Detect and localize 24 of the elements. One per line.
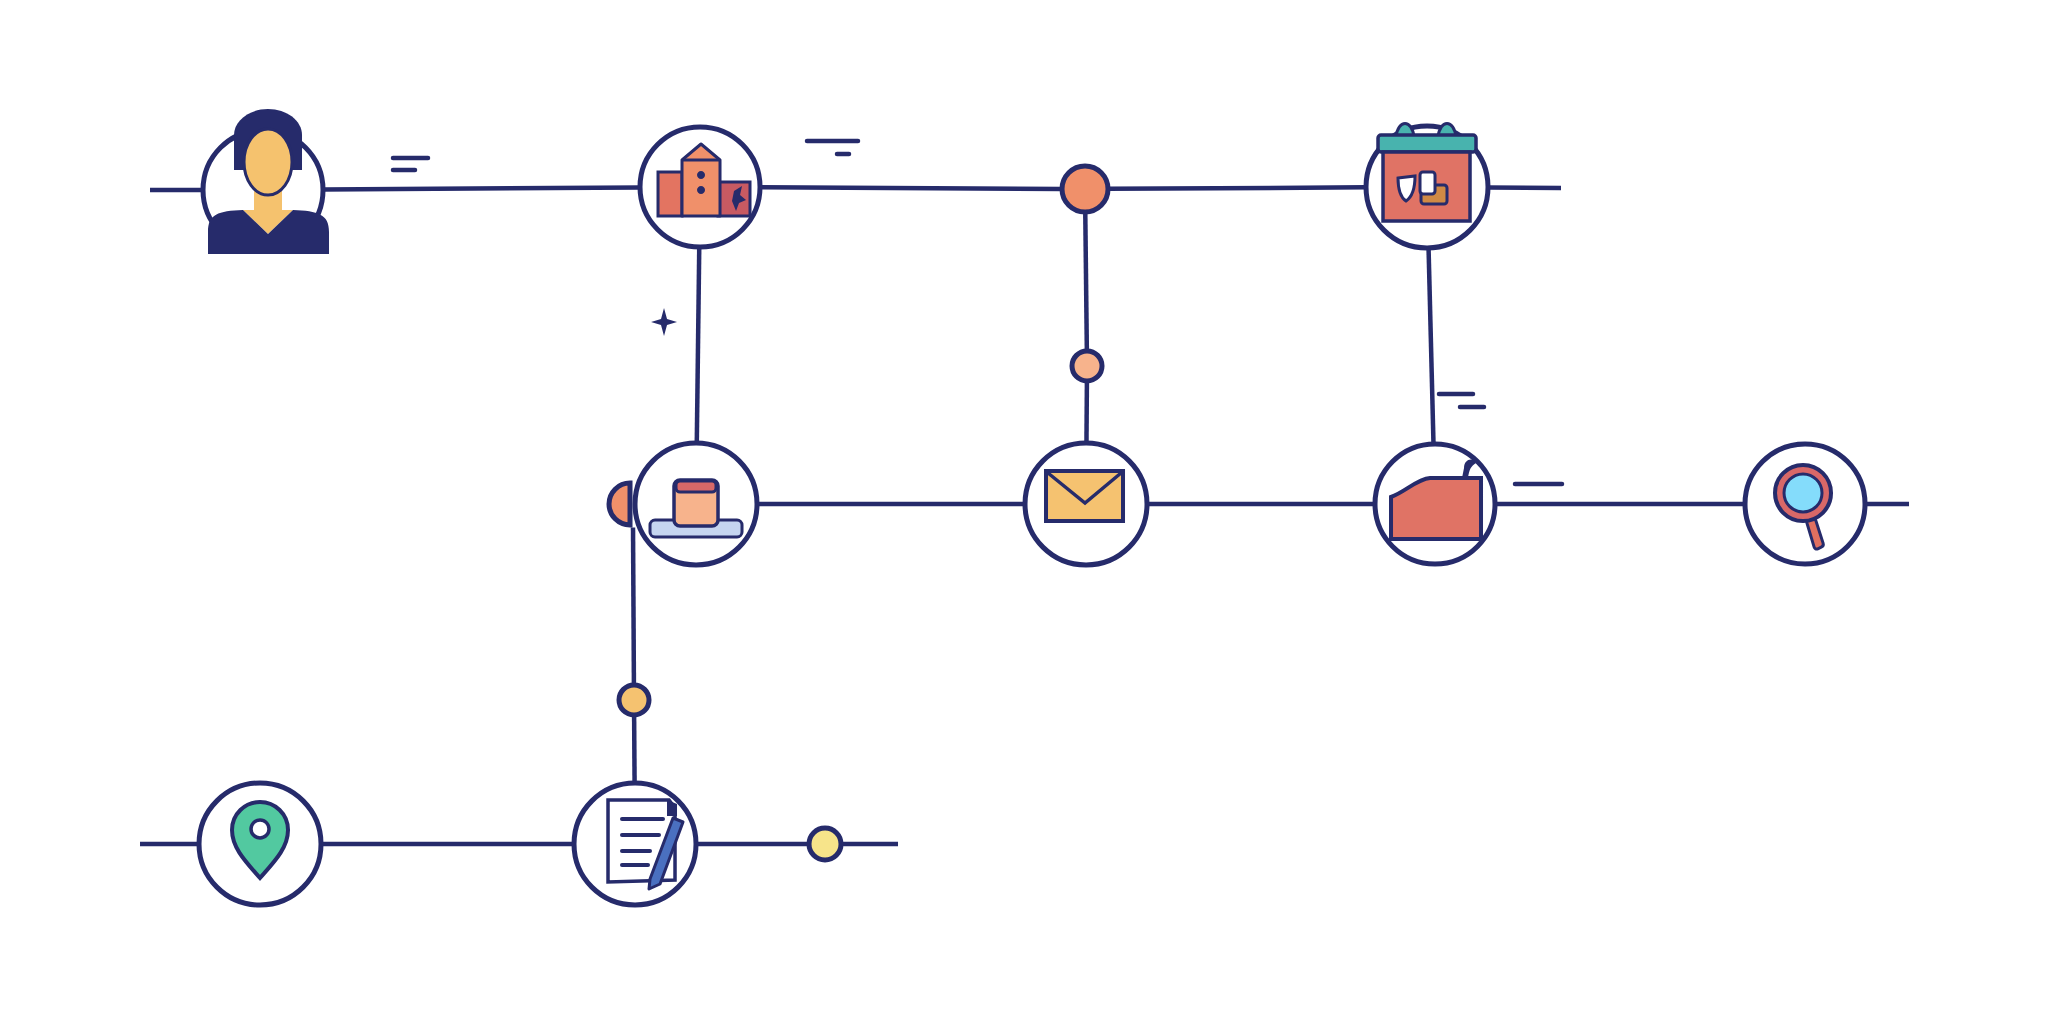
connector-line [696, 841, 809, 847]
connector-line [841, 841, 898, 847]
connector-line [1083, 211, 1090, 352]
connector-line [1084, 381, 1090, 443]
connector-line [1495, 501, 1745, 507]
connector-line [694, 246, 702, 444]
connector-dot [806, 825, 844, 863]
connector-line [631, 714, 637, 783]
connector-line [323, 185, 641, 192]
connector-dot [1059, 163, 1111, 215]
connector-line [1488, 185, 1562, 191]
person-icon [200, 109, 329, 254]
connector-line [1147, 501, 1375, 507]
connector-line [757, 501, 1025, 507]
connector-line [760, 185, 1063, 192]
connector-dot [616, 682, 652, 718]
connector-line [321, 841, 574, 847]
connector-line [630, 527, 637, 685]
connector-line [1865, 501, 1909, 507]
connector-line [140, 841, 199, 847]
connector-dot [1069, 348, 1105, 384]
connector-line [150, 187, 203, 193]
connector-line [1426, 247, 1436, 445]
connector-line [1108, 185, 1367, 192]
